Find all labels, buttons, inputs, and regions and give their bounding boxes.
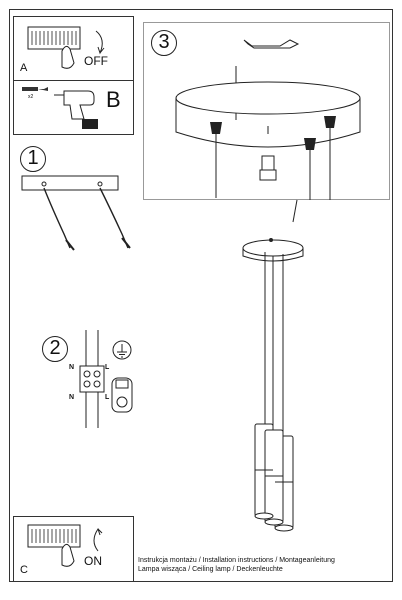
drill-icon — [22, 87, 98, 129]
screw-count-label: x2 — [28, 94, 34, 100]
page-frame — [9, 9, 393, 582]
step-1-number: 1 — [20, 146, 46, 172]
step-a-box: A OFF — [13, 16, 134, 81]
footer-caption: Instrukcja montażu / Installation instru… — [138, 556, 335, 574]
wire-label-bottom-n: N — [69, 394, 75, 401]
wire-label-bottom-l: L — [105, 394, 110, 401]
step-a-letter: A — [20, 62, 28, 74]
footer-line-1: Instrukcja montażu / Installation instru… — [138, 557, 335, 564]
step-c-box: C ON — [13, 516, 134, 582]
wire-label-top-n: N — [69, 364, 75, 371]
step-2-number: 2 — [42, 336, 68, 362]
step-c-letter: C — [20, 564, 28, 576]
pendant-lamp-illustration — [242, 199, 304, 532]
footer-line-2: Lampa wisząca / Ceiling lamp / Deckenleu… — [138, 566, 283, 573]
breaker-on-icon — [27, 524, 103, 567]
wire-label-top-l: L — [105, 364, 110, 371]
step-b-letter: B — [106, 87, 121, 112]
step-a-state: OFF — [84, 54, 108, 68]
step-1-illustration — [21, 175, 131, 251]
step-3-number: 3 — [151, 30, 177, 56]
terminal-block-illustration — [79, 330, 133, 428]
ground-icon — [112, 340, 132, 360]
breaker-icon — [27, 26, 105, 69]
step-c-state: ON — [84, 554, 102, 568]
canopy-detail-illustration — [175, 39, 361, 200]
step-b-box: x2 B — [13, 80, 134, 135]
